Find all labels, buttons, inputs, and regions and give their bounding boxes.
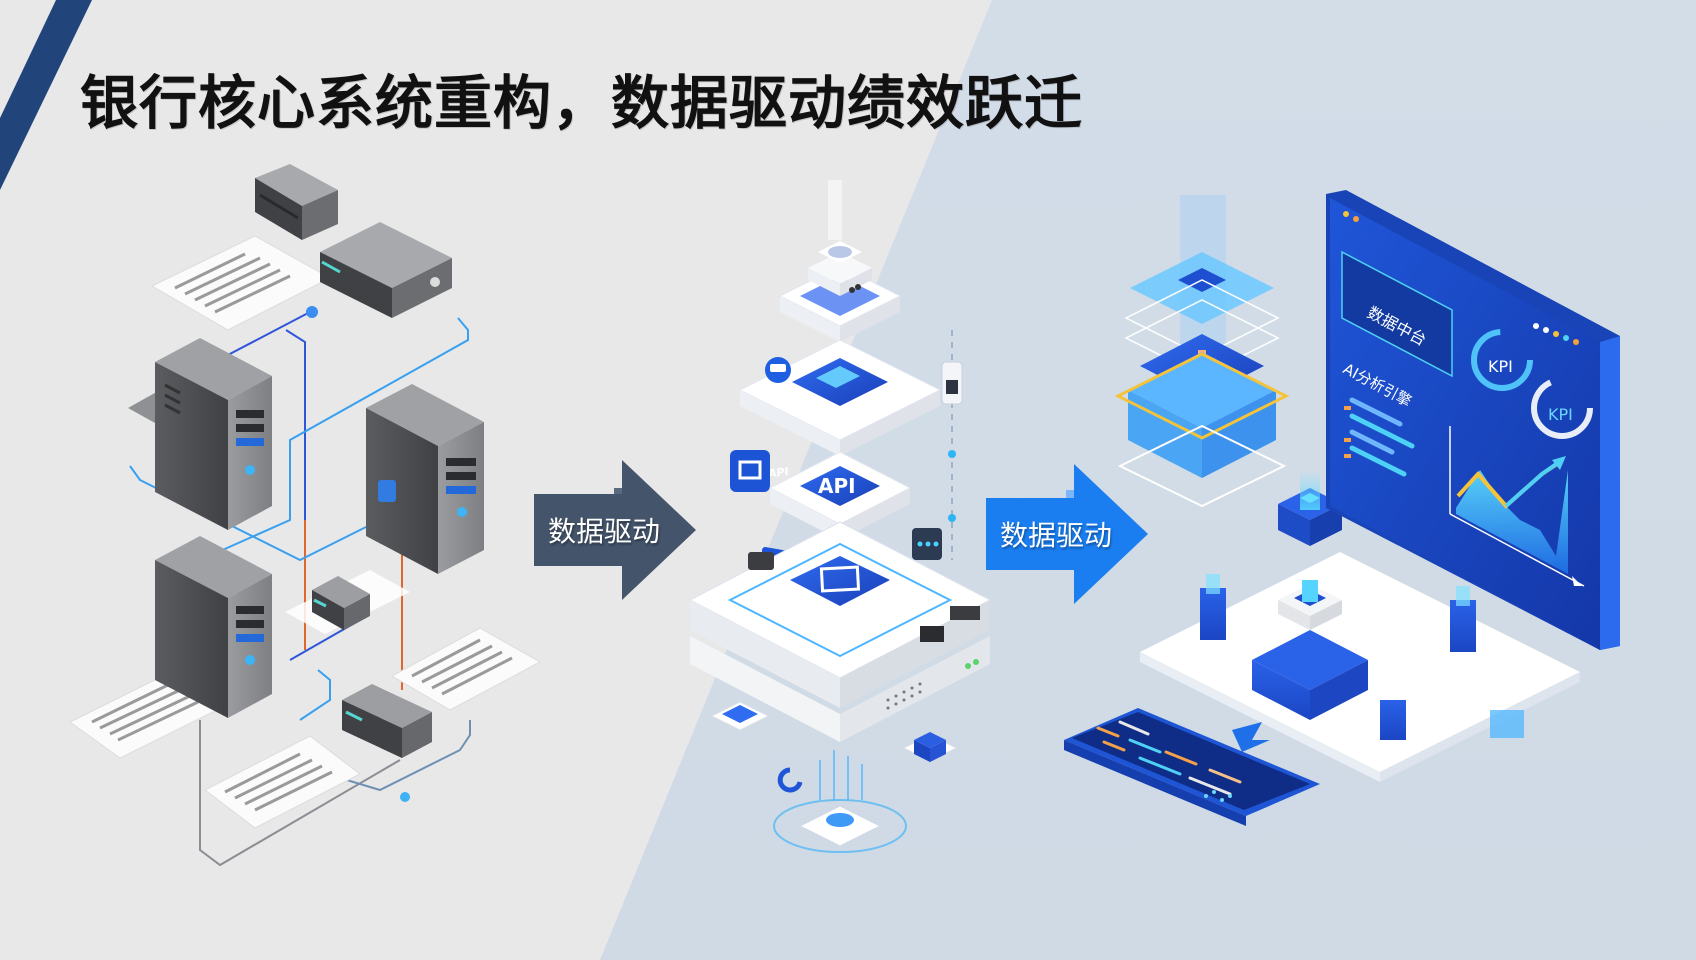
cube-icon (902, 732, 958, 762)
flow-arrow-icon (1232, 722, 1270, 752)
database-node-icon (773, 750, 907, 853)
router-box-icon (778, 180, 902, 342)
kpi-ring-icon: KPI (1531, 377, 1593, 439)
dashboard-dots-icon (1533, 323, 1579, 345)
document-icon (150, 235, 332, 331)
storage-box-icon (285, 570, 410, 634)
base-platform-icon (688, 521, 992, 742)
data-driven-platform-group: 数据中台 AI分析引擎 KPI KPI (1064, 190, 1620, 826)
server-tower-icon (366, 384, 484, 574)
cube-icon (710, 701, 770, 731)
arrow-right-icon (986, 464, 1148, 604)
document-icon (204, 735, 361, 829)
gateway-icon (730, 450, 770, 492)
trend-chart-icon (1449, 426, 1585, 587)
refresh-icon (777, 767, 803, 793)
data-pillar-icon (1490, 710, 1524, 738)
legacy-system-group (69, 164, 542, 867)
svg-text:KPI: KPI (1488, 357, 1513, 376)
dashboard-monitor-icon: 数据中台 AI分析引擎 KPI KPI (1326, 190, 1620, 650)
api-chip-icon: API (768, 451, 912, 540)
svg-text:KPI: KPI (1548, 405, 1573, 424)
middleware-platform-group: API API (688, 180, 992, 853)
chat-bubble-icon (765, 357, 791, 383)
hub-cube-icon (1252, 470, 1368, 720)
server-tower-icon (155, 536, 272, 718)
printer-icon (255, 164, 338, 240)
document-icon (390, 627, 542, 711)
server-tower-icon (128, 338, 272, 530)
data-pillar-icon (1200, 574, 1226, 640)
page-title: 银行核心系统重构，数据驱动绩效跃迁 (80, 69, 1084, 137)
terminal-panel-icon (1064, 708, 1320, 826)
storage-box-icon (342, 684, 432, 758)
data-pillar-icon (1380, 700, 1406, 740)
kpi-ring-icon: KPI (1471, 329, 1533, 391)
arrow-label: 数据驱动 (548, 515, 661, 548)
printer-icon (320, 222, 452, 318)
svg-text:API: API (768, 465, 789, 480)
arrow-data-driven-2: 数据驱动 (982, 464, 1150, 604)
arrow-right-icon (534, 460, 696, 600)
layered-chip-icon (1114, 195, 1290, 508)
data-pillar-icon (1450, 586, 1476, 652)
arrow-data-driven-1: 数据驱动 (530, 460, 698, 600)
api-chip-icon (738, 339, 942, 456)
svg-text:API: API (818, 474, 856, 498)
data-flow-line-icon (941, 330, 963, 560)
arrow-label: 数据驱动 (1000, 519, 1113, 552)
